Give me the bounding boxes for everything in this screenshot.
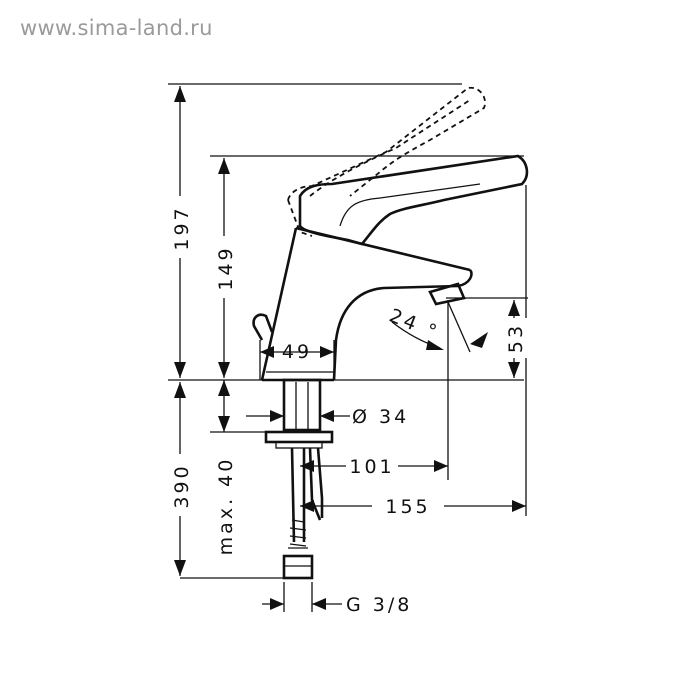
dim-handle-reach: 155 [300,496,526,518]
dim-24-label: 24 ° [386,305,442,345]
dim-155-label: 155 [385,496,430,518]
watermark-text: www.sima-land.ru [20,16,213,40]
dim-total-height: 197 [170,86,193,378]
mounting-assembly [264,378,334,580]
dim-34-label: Ø 34 [352,406,409,428]
dim-spout-angle: 24 ° [386,301,488,353]
dim-thread: G 3/8 [262,594,412,616]
dim-53-label: 53 [505,323,527,353]
dim-149-label: 149 [215,245,237,290]
dim-spout-height: 53 [505,300,527,378]
dim-shank-diameter: Ø 34 [246,406,409,428]
dim-shank-length: 390 [170,382,193,576]
popup-rod [252,313,274,341]
dim-max-thickness: max. 40 [215,380,237,555]
dim-max40-label: max. 40 [215,457,237,556]
dim-body-width: 49 [260,341,334,363]
dim-197-label: 197 [171,205,193,250]
lever-handle [298,154,529,246]
dim-g38-label: G 3/8 [346,594,412,616]
dim-101-label: 101 [349,456,394,478]
dim-49-label: 49 [282,341,312,363]
dim-faucet-height: 149 [214,158,237,378]
dim-390-label: 390 [171,463,193,508]
dim-reach: 101 [300,456,448,478]
lever-handle-raised [287,86,486,237]
